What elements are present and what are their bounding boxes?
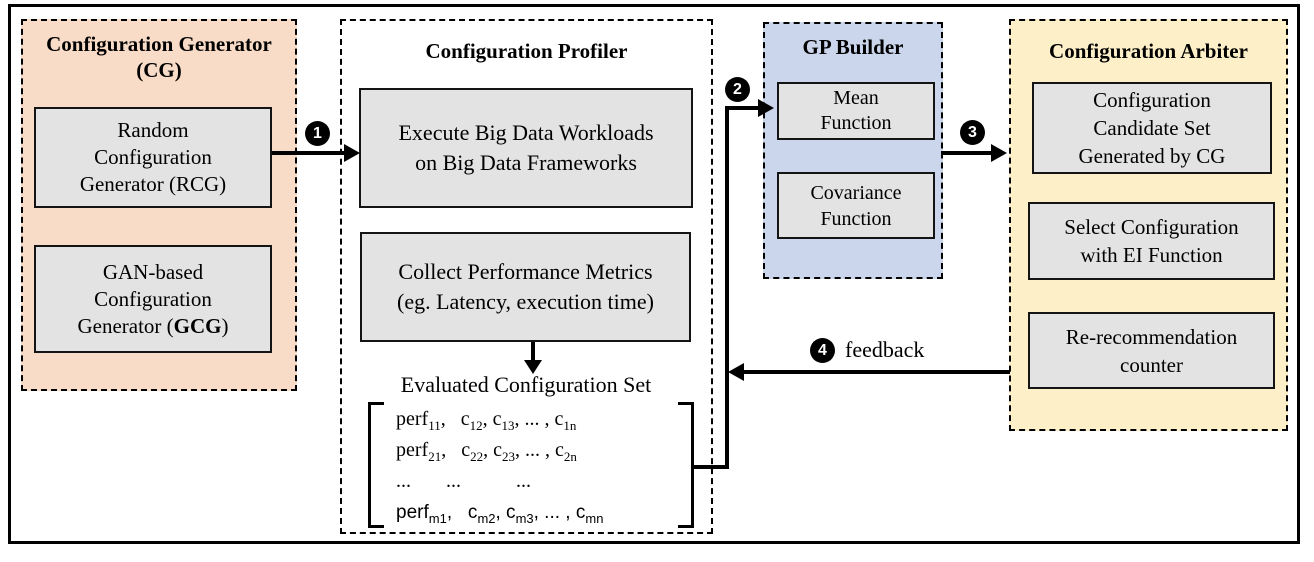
step-3-badge: 3 [960, 120, 985, 145]
evaluated-configuration-matrix: perf11, c12, c13, ... , c1n perf21, c22, … [396, 404, 676, 528]
rcg-line3: Generator (RCG) [79, 172, 227, 196]
candidate-line3: Generated by CG [1078, 144, 1226, 168]
mean-line1: Mean [833, 87, 879, 109]
gcg-line1: GAN-based [102, 259, 204, 284]
arrow-1-line [272, 151, 346, 155]
arrow-3-head-icon [991, 144, 1007, 162]
configuration-generator-title: Configuration Generator (CG) [21, 31, 297, 83]
re-recommendation-counter-box: Re-recommendation counter [1028, 312, 1275, 389]
execute-workloads-box: Execute Big Data Workloads on Big Data F… [359, 88, 693, 208]
collect-line1: Collect Performance Metrics [398, 259, 653, 284]
gcg-line3: Generator (GCG) [77, 313, 228, 340]
matrix-left-bracket [368, 402, 384, 528]
evaluated-configuration-set-label: Evaluated Configuration Set [400, 372, 652, 397]
counter-line1: Re-recommendation [1065, 324, 1238, 349]
gcg-line2: Configuration [94, 286, 212, 311]
step-4-badge: 4 [810, 338, 835, 363]
gp-builder-title: GP Builder [802, 35, 904, 59]
cg-title-line2: (CG) [136, 58, 182, 82]
mean-line2: Function [820, 112, 892, 134]
gcg-line3-suffix: ) [221, 313, 229, 338]
configuration-arbiter-title: Configuration Arbiter [1049, 39, 1248, 63]
arrow-1-head-icon [344, 144, 360, 162]
arrow-2-top-segment [727, 106, 760, 110]
collect-metrics-box: Collect Performance Metrics (eg. Latency… [360, 232, 691, 342]
collect-to-set-line [531, 342, 535, 362]
execute-line1: Execute Big Data Workloads [398, 120, 654, 145]
arrow-3-line [941, 151, 993, 155]
gcg-line3-prefix: Generator ( [77, 313, 174, 338]
counter-line2: counter [1120, 352, 1183, 377]
gcg-line3-bold: GCG [173, 313, 222, 338]
arrow-2-bottom-segment [691, 465, 729, 469]
arrow-2-head-icon [758, 99, 774, 117]
rcg-line1: Random [117, 118, 189, 142]
candidate-set-box: Configuration Candidate Set Generated by… [1032, 82, 1272, 174]
arrow-4-head-icon [728, 363, 744, 381]
feedback-label: feedback [845, 337, 925, 362]
cg-title-line1: Configuration Generator [46, 32, 272, 56]
covariance-line1: Covariance [810, 181, 902, 204]
rcg-line2: Configuration [94, 145, 212, 169]
collect-line2: (eg. Latency, execution time) [397, 289, 654, 314]
matrix-row: perf11, c12, c13, ... , c1n [396, 408, 577, 433]
matrix-row: ... ... ... [396, 470, 531, 492]
candidate-line2: Candidate Set [1093, 116, 1211, 140]
matrix-row: perfm1, cm2, cm3, ... , cmn [396, 502, 604, 526]
gan-based-configuration-generator-box: GAN-based Configuration Generator (GCG) [34, 245, 272, 353]
execute-line2: on Big Data Frameworks [415, 150, 637, 175]
configuration-profiler-title: Configuration Profiler [425, 39, 628, 63]
select-line1: Select Configuration [1064, 215, 1239, 239]
gp-builder-panel [763, 22, 943, 279]
select-line2: with EI Function [1080, 243, 1223, 267]
covariance-line2: Function [820, 207, 892, 230]
collect-to-set-head-icon [524, 360, 542, 374]
step-2-badge: 2 [725, 77, 750, 102]
arrow-4-line [743, 370, 1010, 374]
random-configuration-generator-box: Random Configuration Generator (RCG) [34, 107, 272, 208]
candidate-line1: Configuration [1093, 88, 1211, 112]
arrow-2-vertical-segment [725, 106, 729, 469]
step-1-badge: 1 [305, 121, 330, 146]
covariance-function-box: Covariance Function [777, 172, 935, 239]
mean-function-box: Mean Function [777, 82, 935, 140]
matrix-row: perf21, c22, c23, ... , c2n [396, 439, 577, 464]
select-configuration-box: Select Configuration with EI Function [1028, 202, 1275, 280]
